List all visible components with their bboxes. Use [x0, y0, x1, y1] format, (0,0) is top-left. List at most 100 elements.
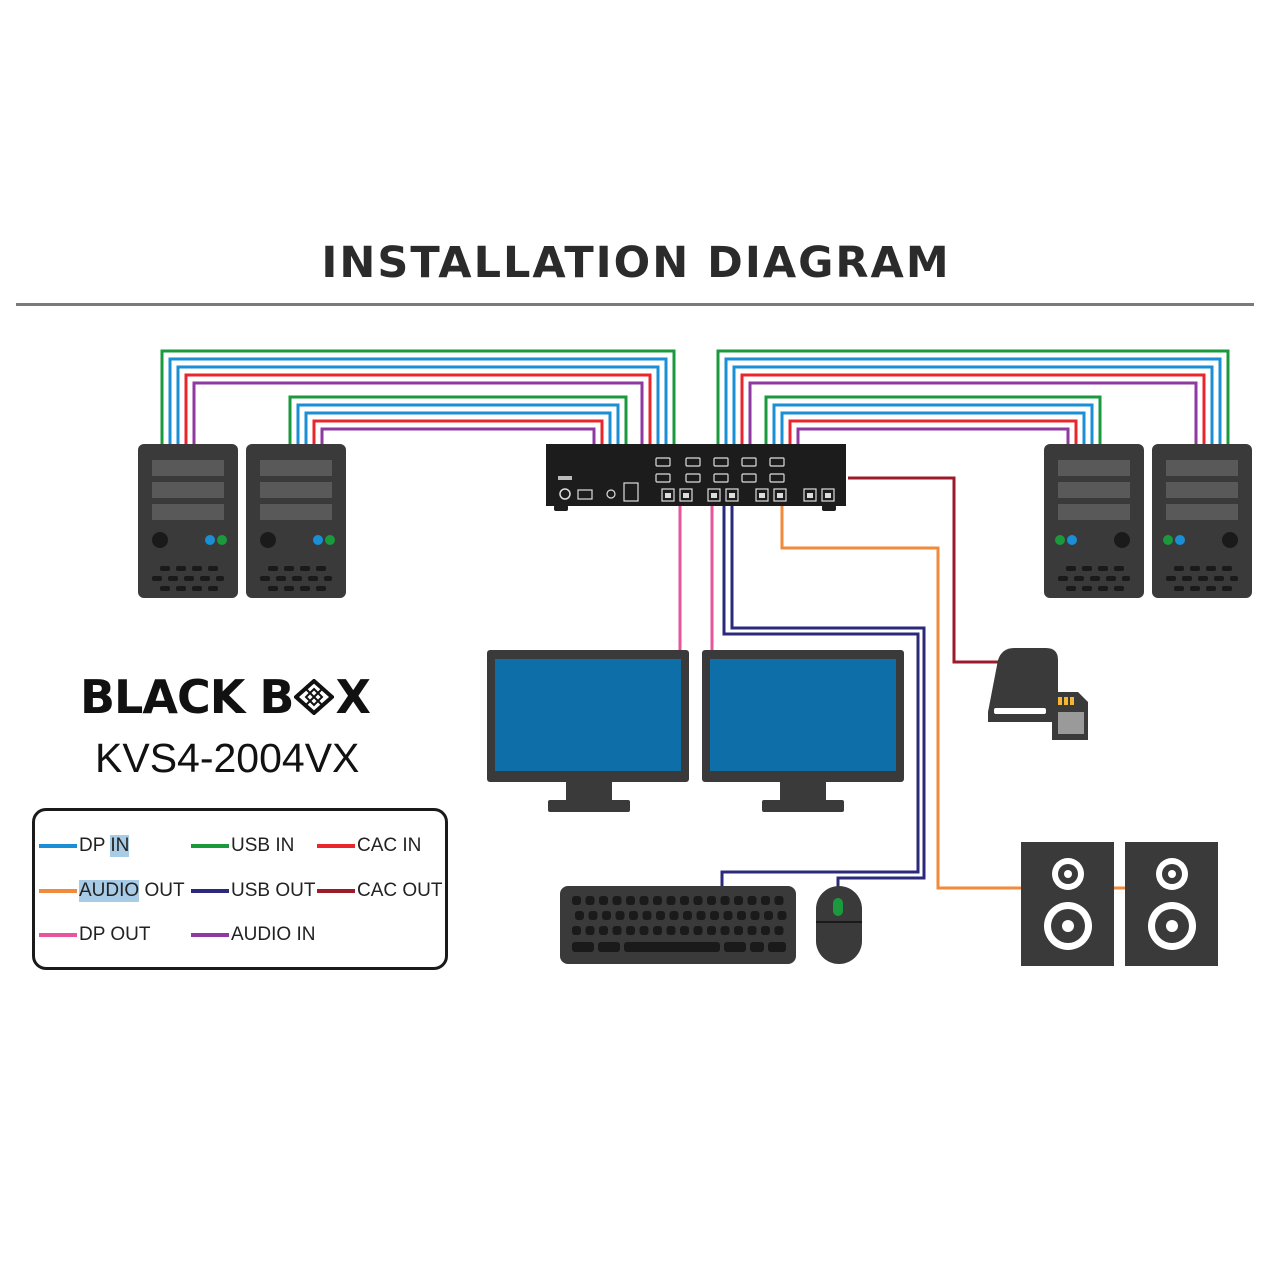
- keyboard-key: [734, 926, 743, 935]
- legend-item: USB IN: [191, 835, 294, 857]
- dp_in-cable: [732, 365, 1214, 444]
- keyboard-key: [696, 911, 706, 920]
- brand-name-part2: X: [335, 670, 370, 724]
- keyboard-key: [615, 911, 625, 920]
- cables-to-computer-2: [288, 395, 628, 444]
- keyboard-key: [720, 926, 730, 935]
- keyboard-key: [639, 926, 649, 935]
- legend-label: DP: [79, 835, 111, 856]
- kvm-switch-icon: [546, 444, 846, 511]
- legend-swatch: [39, 933, 77, 937]
- speaker-left-icon: [1021, 842, 1114, 966]
- keyboard-key: [761, 926, 770, 935]
- audio_in-cable: [192, 381, 644, 444]
- monitor-1-icon: [487, 650, 689, 812]
- audio_in-cable: [796, 427, 1070, 444]
- legend-swatch: [191, 844, 229, 848]
- legend-swatch: [317, 889, 355, 893]
- keyboard-key: [768, 942, 786, 952]
- cac_in-cable: [788, 419, 1078, 444]
- keyboard-key: [599, 926, 608, 935]
- legend-label: OUT: [139, 880, 185, 901]
- keyboard-key: [750, 942, 764, 952]
- legend-label: USB IN: [231, 835, 295, 856]
- page-title: INSTALLATION DIAGRAM: [321, 238, 951, 288]
- computer-tower-3-icon: [1044, 444, 1144, 598]
- keyboard-key: [774, 896, 784, 905]
- keyboard-key: [710, 911, 719, 920]
- keyboard-key: [750, 911, 760, 920]
- keyboard-key: [737, 911, 746, 920]
- keyboard-key: [588, 911, 598, 920]
- legend-swatch: [317, 844, 355, 848]
- model-number: KVS4-2004VX: [95, 735, 360, 781]
- legend-swatch: [191, 933, 229, 937]
- keyboard-key: [572, 896, 581, 905]
- keyboard-key: [723, 911, 733, 920]
- dp_in-cable: [780, 411, 1086, 444]
- keyboard-key: [693, 896, 703, 905]
- keyboard-key: [707, 896, 716, 905]
- keyboard-key: [599, 896, 608, 905]
- keyboard-key: [720, 896, 730, 905]
- keyboard-key: [572, 942, 594, 952]
- keyboard-key: [575, 911, 584, 920]
- keyboard-key: [680, 896, 689, 905]
- brand-name-part1: BLACK B: [80, 670, 294, 724]
- dp_in-cable: [296, 403, 620, 444]
- cac_in-cable: [184, 373, 652, 444]
- legend-item: AUDIO IN: [191, 924, 315, 946]
- keyboard-key: [585, 926, 595, 935]
- usb_in-cable: [716, 349, 1230, 444]
- legend-item: DP OUT: [39, 924, 150, 946]
- legend-item: AUDIO OUT: [39, 880, 185, 902]
- keyboard-key: [747, 896, 757, 905]
- keyboard-key: [761, 896, 770, 905]
- keyboard-key: [629, 911, 638, 920]
- legend-label: AUDIO IN: [231, 924, 316, 945]
- keyboard-icon: [560, 886, 796, 964]
- cac-out-cable: [848, 476, 998, 664]
- keyboard-key: [639, 896, 649, 905]
- legend-label: CAC IN: [357, 835, 422, 856]
- dp_in-cable: [304, 411, 612, 444]
- cable-legend: DP IN USB IN CAC IN AUDIO OUT USB OUT CAC OUT…: [32, 808, 448, 970]
- cac_in-cable: [312, 419, 604, 444]
- keyboard-key: [680, 926, 689, 935]
- keyboard-key: [602, 911, 611, 920]
- computer-tower-4-icon: [1152, 444, 1252, 598]
- brand-diamond-icon: [293, 678, 336, 716]
- brand-logo: BLACK B X: [80, 670, 371, 724]
- legend-label: IN: [110, 835, 130, 857]
- legend-item: USB OUT: [191, 880, 315, 902]
- dp_in-cable: [168, 357, 668, 444]
- legend-label: CAC OUT: [357, 880, 443, 901]
- dp_in-cable: [176, 365, 660, 444]
- cables-to-computer-4: [716, 349, 1230, 444]
- computer-tower-1-icon: [138, 444, 238, 598]
- keyboard-key: [626, 926, 635, 935]
- keyboard-key: [734, 896, 743, 905]
- legend-label: USB OUT: [231, 880, 316, 901]
- usb_in-cable: [160, 349, 676, 444]
- keyboard-key: [747, 926, 757, 935]
- keyboard-key: [585, 896, 595, 905]
- keyboard-key: [598, 942, 620, 952]
- dp_in-cable: [724, 357, 1222, 444]
- keyboard-key: [612, 896, 622, 905]
- keyboard-key: [669, 911, 679, 920]
- keyboard-key: [666, 896, 676, 905]
- cables-to-computer-1: [160, 349, 676, 444]
- keyboard-key: [707, 926, 716, 935]
- keyboard-key: [626, 896, 635, 905]
- cac_in-cable: [740, 373, 1206, 444]
- audio_in-cable: [748, 381, 1198, 444]
- title-divider: [16, 303, 1254, 306]
- keyboard-key: [777, 911, 787, 920]
- keyboard-key: [656, 911, 665, 920]
- usb-out-cable-mouse: [730, 505, 926, 890]
- keyboard-key: [724, 942, 746, 952]
- keyboard-key: [612, 926, 622, 935]
- keyboard-key: [666, 926, 676, 935]
- speaker-right-icon: [1125, 842, 1218, 966]
